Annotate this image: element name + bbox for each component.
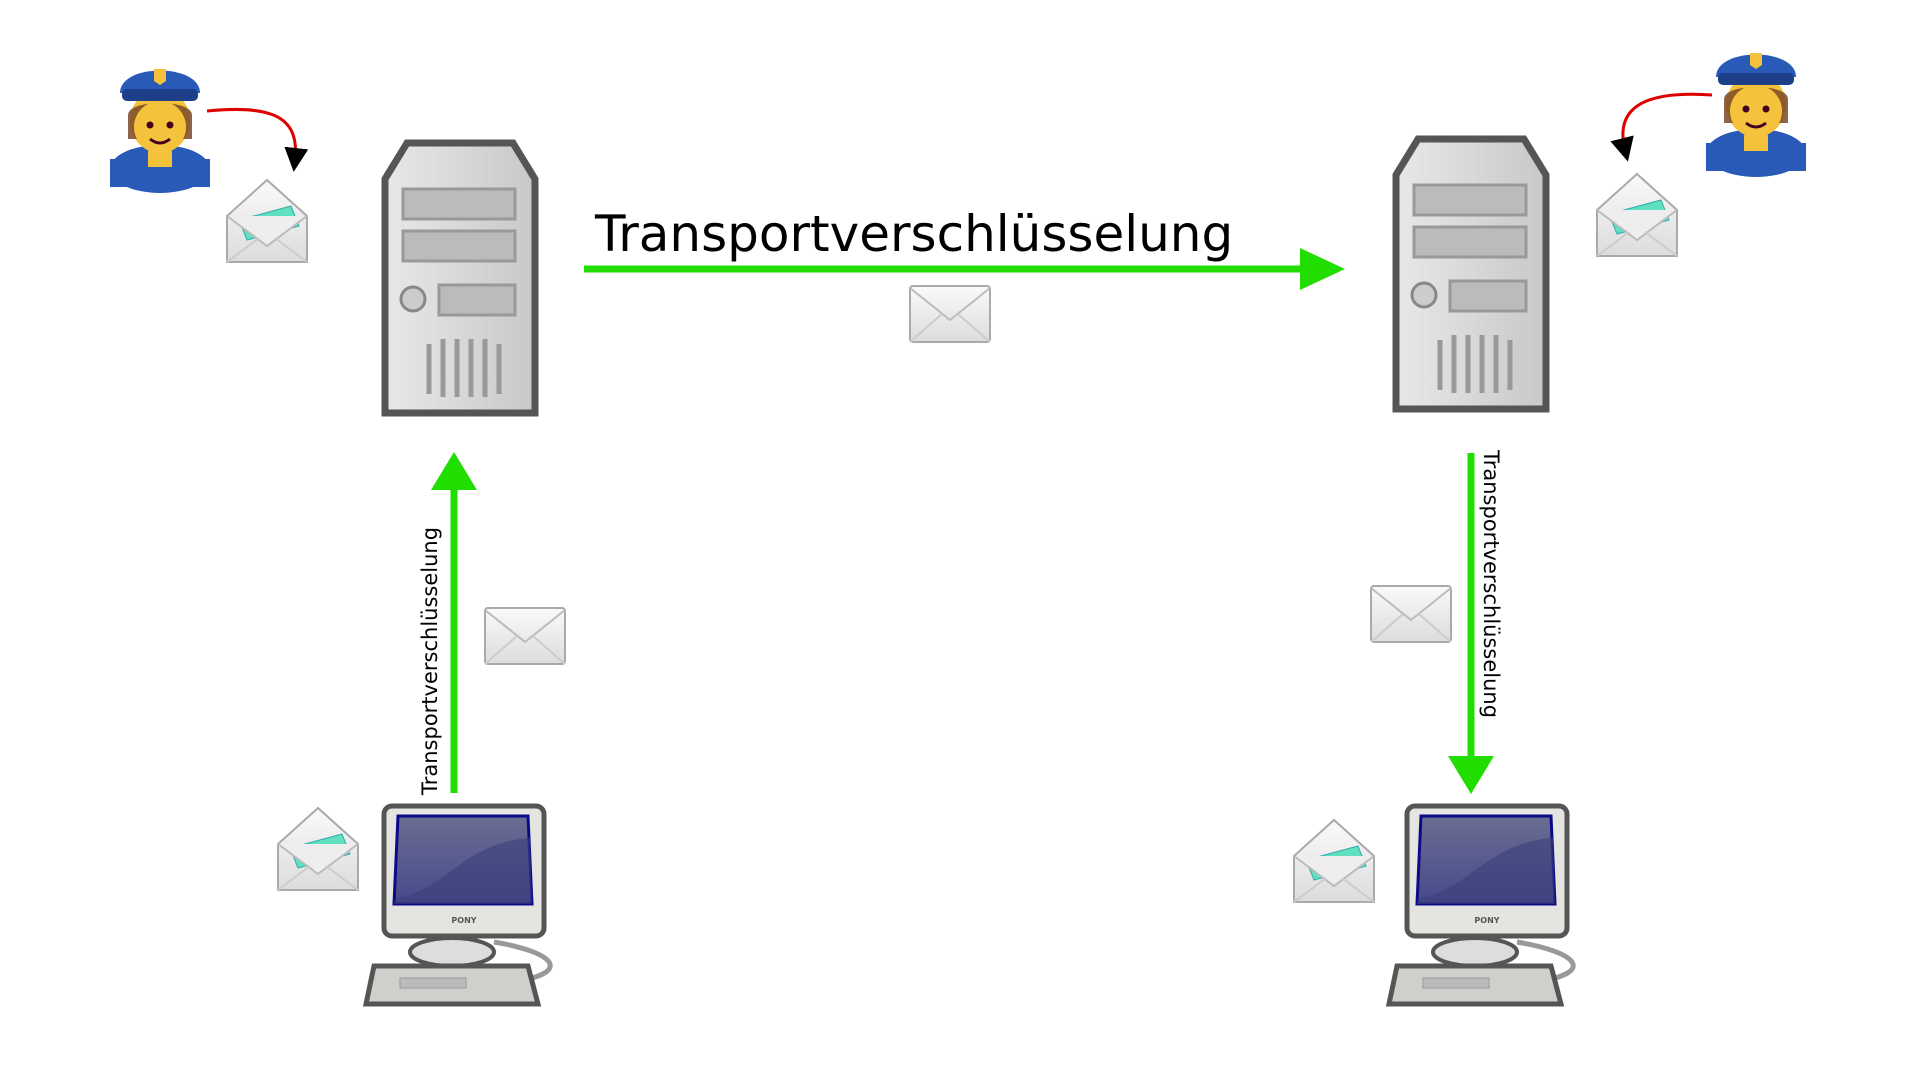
- left-link-label: Transportverschlüsselung: [418, 526, 442, 795]
- open-envelope-icon: [1293, 819, 1375, 903]
- police-officer-icon-left: [108, 67, 212, 195]
- arrowhead-up: [431, 452, 477, 490]
- main-link-label: Transportverschlüsselung: [595, 205, 1234, 263]
- monitor-brand-right: PONY: [1474, 916, 1499, 925]
- arrowhead-right: [1300, 248, 1345, 290]
- right-link-label: Transportverschlüsselung: [1479, 450, 1503, 719]
- arrowhead-down: [1448, 756, 1494, 794]
- police-officer-icon-right: [1704, 51, 1808, 179]
- closed-envelope-icon: [1370, 585, 1452, 643]
- inspect-arrow-left: [206, 107, 309, 172]
- inspect-arrow-right: [1610, 92, 1713, 162]
- open-envelope-icon: [1596, 173, 1678, 257]
- server-icon-right: [1396, 139, 1546, 409]
- server-icon-left: [385, 143, 535, 413]
- closed-envelope-icon: [484, 607, 566, 665]
- open-envelope-icon: [277, 807, 359, 891]
- desktop-computer-icon-right: [1389, 806, 1573, 1004]
- desktop-computer-icon-left: [366, 806, 550, 1004]
- closed-envelope-icon: [909, 285, 991, 343]
- open-envelope-icon: [226, 179, 308, 263]
- monitor-brand-left: PONY: [451, 916, 476, 925]
